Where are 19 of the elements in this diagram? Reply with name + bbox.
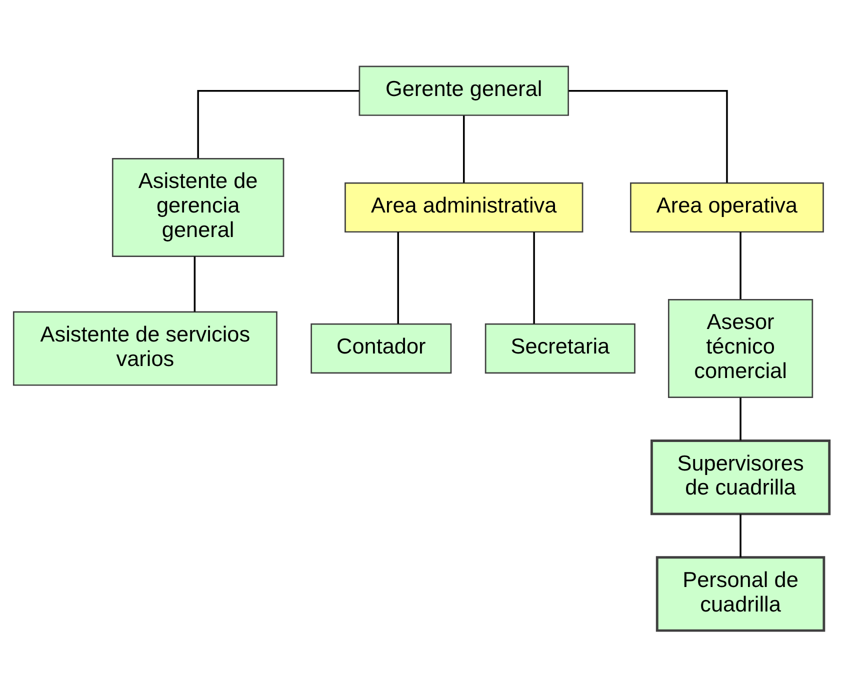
connector bbox=[740, 232, 742, 299]
node-box: Asistente de servicios varios bbox=[12, 310, 278, 386]
node-box: Supervisores de cuadrilla bbox=[650, 439, 831, 515]
connector bbox=[740, 397, 742, 440]
connector bbox=[568, 89, 728, 182]
node-box: Area administrativa bbox=[344, 182, 584, 232]
connector bbox=[194, 256, 196, 312]
node-box: Asistente de gerencia general bbox=[112, 157, 284, 256]
node-box: Asesor técnico comercial bbox=[668, 298, 814, 398]
node-box: Personal de cuadrilla bbox=[656, 556, 826, 632]
node-box: Contador bbox=[310, 322, 452, 374]
node-box: Gerente general bbox=[358, 65, 569, 116]
connector bbox=[397, 232, 399, 324]
connector bbox=[533, 232, 535, 324]
connector bbox=[463, 115, 465, 182]
node-box: Area operativa bbox=[630, 182, 824, 232]
connector bbox=[197, 89, 360, 158]
connector bbox=[740, 514, 742, 557]
node-box: Secretaria bbox=[484, 322, 636, 374]
